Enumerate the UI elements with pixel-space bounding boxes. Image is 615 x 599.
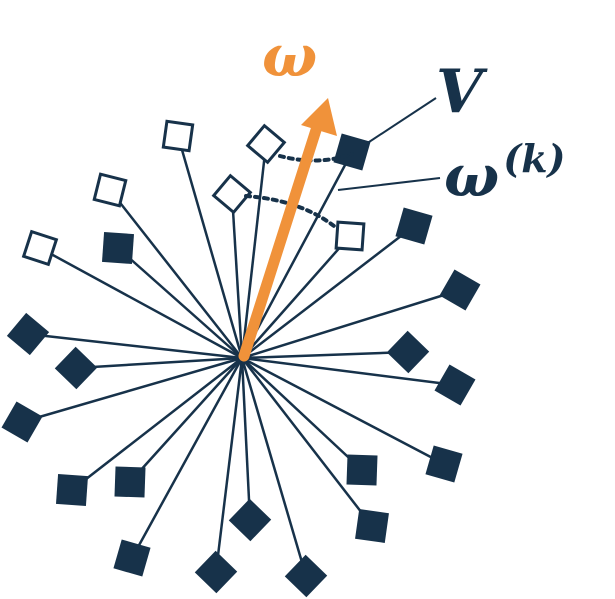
filled-square-marker-10 [439,269,481,311]
omega-label: ω [262,22,317,90]
spoke-4 [109,189,243,359]
spoke-14 [75,356,243,370]
filled-square-marker-8 [101,231,135,265]
filled-square-marker-15 [1,401,43,443]
filled-square-marker-9 [395,207,433,245]
spoke-5 [39,246,243,360]
v-label: V [436,57,488,127]
spoke-21 [240,357,252,521]
spoke-19 [241,356,445,466]
filled-square-marker-13 [6,312,50,356]
omega-k-base: ω [444,142,499,210]
omega-k-callout-line [337,177,441,191]
spoke-7 [240,151,354,359]
filled-square-marker-12 [434,364,476,406]
spoke-13 [27,332,243,360]
filled-square-marker-19 [425,445,463,483]
omega-k-superscript: (k) [503,136,565,181]
spoke-9 [241,225,415,359]
filled-square-marker-24 [113,539,151,577]
open-square-marker-1 [161,119,195,153]
spoke-20 [241,357,373,527]
spoke-15 [21,356,243,424]
filled-square-marker-22 [194,550,238,594]
spoke-3 [230,193,244,359]
filled-square-marker-23 [284,554,328,598]
open-square-marker-2 [245,123,287,165]
spoke-22 [214,357,244,573]
spokes-group [21,135,461,577]
v-callout-line [365,97,437,145]
open-square-marker-6 [334,220,366,252]
spoke-6 [241,235,351,359]
filled-square-marker-21 [228,498,272,542]
spoke-17 [129,357,243,483]
spoke-12 [241,356,456,387]
open-square-marker-5 [21,229,59,267]
spoke-23 [240,357,308,577]
filled-square-marker-18 [346,454,378,486]
filled-square-marker-17 [114,466,146,498]
omega-vector-arrowhead [301,98,337,136]
dotted-connector-upper [278,152,354,163]
markers-group [1,119,481,598]
spoke-16 [71,357,243,491]
spoke-1 [176,135,244,359]
open-square-marker-4 [92,172,128,208]
spoke-24 [130,357,244,559]
filled-square-marker-11 [386,330,430,374]
filled-square-marker-20 [355,509,389,543]
filled-square-marker-16 [55,473,89,507]
omega-k-label: ω(k) [444,136,566,210]
spoke-10 [241,288,461,360]
spoke-18 [241,357,363,471]
open-square-marker-3 [211,173,253,215]
spoke-8 [117,247,243,359]
omega-vector-shaft [238,124,322,362]
spoke-11 [241,350,409,360]
spoke-2 [240,143,268,359]
filled-square-marker-14 [54,346,98,390]
